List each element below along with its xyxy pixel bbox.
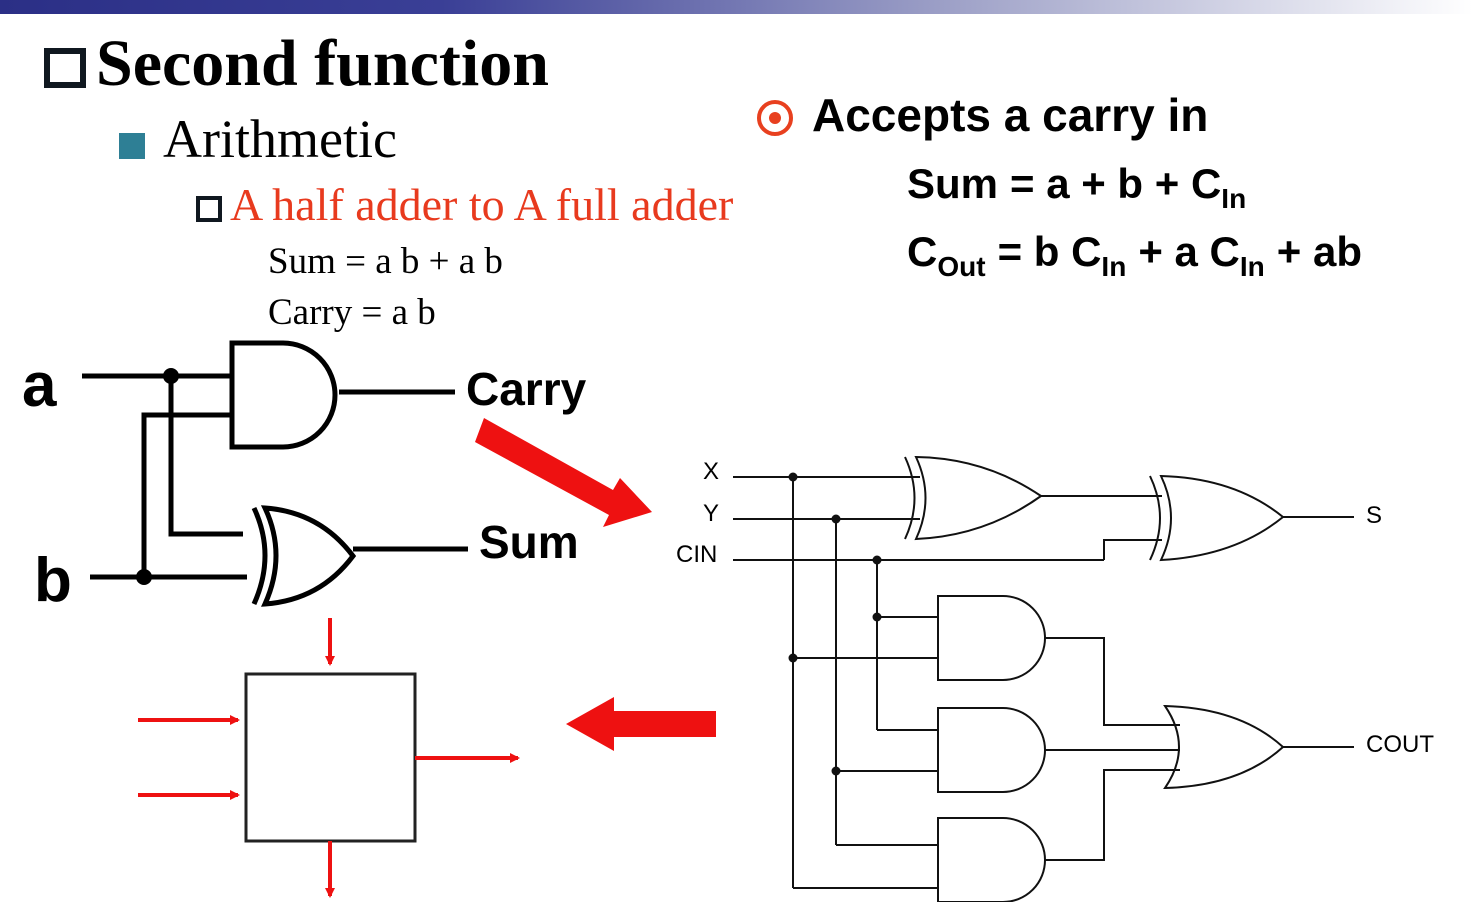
xor2-extra-arc	[1149, 475, 1161, 561]
bullet-arithmetic: Arithmetic	[163, 109, 397, 169]
cout-eq-term2-subscript: In	[1239, 251, 1265, 282]
full-adder-output-cout: COUT	[1366, 731, 1434, 758]
junction-cin-and1	[872, 612, 882, 622]
half-adder-carry-label: Carry	[466, 363, 587, 415]
xor2-gate-icon	[1159, 474, 1285, 562]
half-adder-sum-equation: Sum = a b + a b	[268, 241, 503, 282]
carry-in-heading: Accepts a carry in	[812, 89, 1209, 141]
xor1-gate-icon	[914, 455, 1043, 541]
junction-a	[163, 368, 179, 384]
and3-gate-icon	[937, 817, 1046, 902]
junction-y	[831, 514, 841, 524]
full-adder-sum-equation: Sum= a + b + CIn	[907, 160, 1246, 214]
half-adder-circuit	[82, 340, 468, 607]
and1-gate-icon	[937, 595, 1046, 681]
full-adder-cout-equation: COut= b CIn+ a CIn+ ab	[907, 228, 1362, 282]
half-to-full-bullet-icon	[196, 196, 222, 222]
xor-gate-extra-arc	[251, 506, 268, 606]
xor1-extra-arc	[904, 456, 916, 540]
half-adder-input-a: a	[22, 351, 57, 420]
full-adder-input-y: Y	[703, 500, 720, 527]
wire-and3-to-or	[1045, 769, 1180, 861]
xor-gate-icon	[260, 505, 357, 607]
arrow-to-adder-block-icon	[566, 697, 716, 751]
target-bullet-icon	[757, 100, 793, 136]
full-adder-input-x: X	[703, 458, 720, 485]
cout-eq-term2: + a C	[1138, 228, 1240, 275]
cout-eq-c-subscript: Out	[937, 251, 986, 282]
arrow-to-full-adder-icon	[475, 418, 652, 527]
half-adder-sum-label: Sum	[479, 516, 579, 568]
junction-x-and1	[788, 653, 798, 663]
cout-eq-term1: = b C	[997, 228, 1102, 275]
and-gate-icon	[229, 340, 338, 450]
half-adder-input-b: b	[34, 546, 72, 615]
junction-y-and2	[831, 766, 841, 776]
adder-block	[244, 672, 417, 843]
bullet-half-to-full-adder: A half adder to A full adder	[230, 179, 734, 230]
sum-eq-lhs: Sum	[907, 160, 999, 207]
wire-a-to-xor	[168, 376, 243, 537]
wire-and1-to-or	[1045, 637, 1180, 726]
or-gate-icon	[1163, 704, 1285, 790]
junction-x	[788, 472, 798, 482]
junction-cin	[872, 555, 882, 565]
wire-cin-to-xor2	[1103, 539, 1162, 560]
cout-eq-c: C	[907, 228, 938, 275]
wire-b-to-and	[141, 412, 232, 577]
sum-eq-expr: = a + b + C	[1010, 160, 1222, 207]
half-adder-carry-equation: Carry = a b	[268, 292, 436, 333]
title-bullet-icon	[44, 48, 86, 88]
junction-b	[136, 569, 152, 585]
full-adder-output-s: S	[1366, 502, 1383, 529]
cout-eq-term1-subscript: In	[1101, 251, 1127, 282]
full-adder-circuit	[733, 455, 1354, 902]
arithmetic-bullet-icon	[119, 133, 145, 159]
slide-title: Second function	[96, 27, 549, 100]
full-adder-input-cin: CIN	[676, 541, 718, 568]
title-bar-gradient	[0, 0, 1473, 14]
and2-gate-icon	[937, 707, 1046, 793]
cout-eq-term3: + ab	[1276, 228, 1362, 275]
sum-eq-subscript: In	[1221, 183, 1247, 214]
